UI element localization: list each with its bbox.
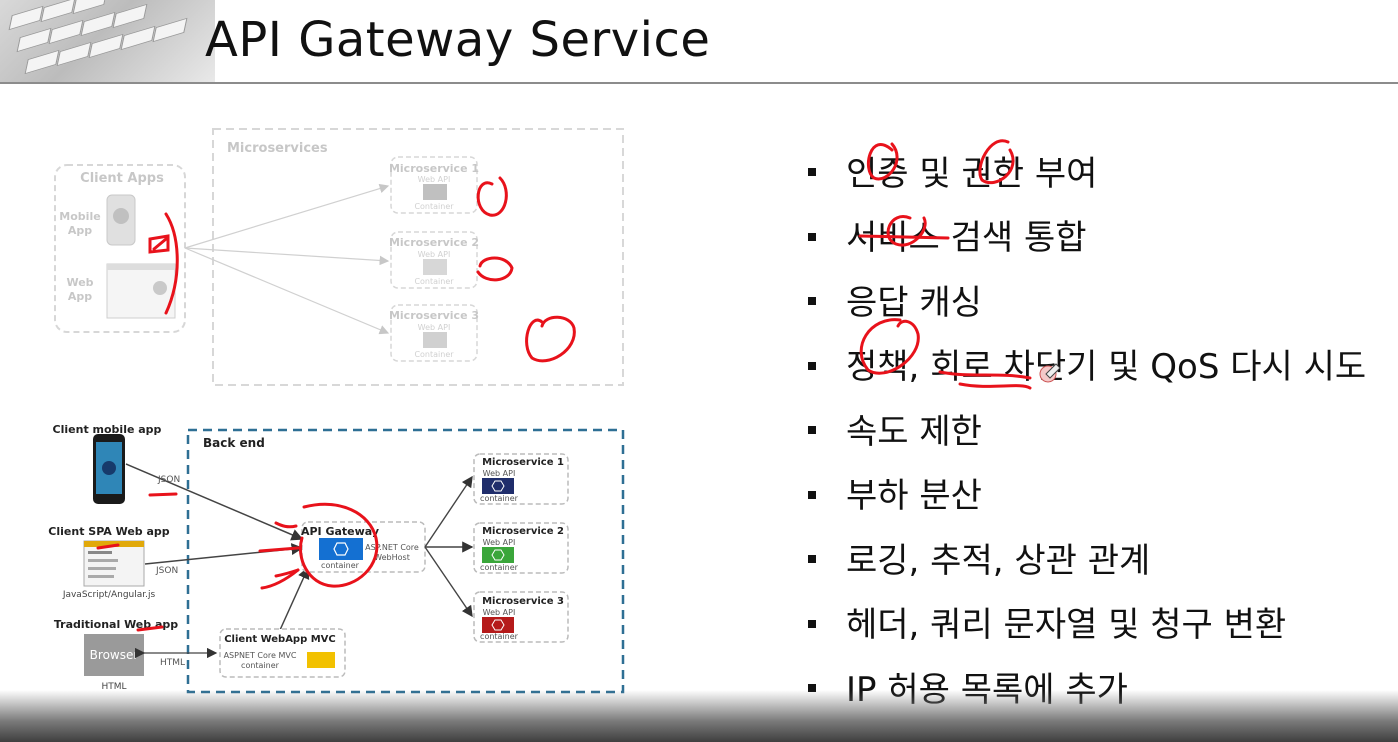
- svg-text:Microservice 2: Microservice 2: [482, 526, 564, 537]
- svg-text:Microservice 3: Microservice 3: [482, 596, 564, 607]
- microservices-label: Microservices: [227, 141, 328, 156]
- svg-text:WebHost: WebHost: [374, 553, 410, 562]
- svg-text:Microservice 1: Microservice 1: [389, 162, 479, 175]
- svg-text:Client WebApp MVC: Client WebApp MVC: [224, 634, 336, 645]
- client-webapp-mvc-node: Client WebApp MVC ASPNET Core MVC contai…: [220, 629, 345, 677]
- client-apps-label: Client Apps: [80, 171, 164, 186]
- svg-text:container: container: [241, 661, 280, 670]
- svg-text:Microservice 1: Microservice 1: [482, 457, 564, 468]
- bullet-square-icon: [808, 426, 816, 434]
- client-spa-label: Client SPA Web app: [48, 525, 170, 538]
- top-microservice-2: Microservice 2 Web API Container: [389, 232, 479, 288]
- svg-text:ASPNET Core MVC: ASPNET Core MVC: [224, 651, 297, 660]
- pen-cursor-icon: [1040, 364, 1060, 382]
- traditional-web-app-label: Traditional Web app: [54, 618, 178, 631]
- bottom-video-shade: [0, 690, 1398, 742]
- backend-label: Back end: [203, 436, 265, 450]
- mvc-container-icon: [307, 652, 335, 668]
- microservice-1-node: Microservice 1 Web API container: [474, 454, 568, 504]
- html-arrow-label: HTML: [160, 658, 185, 668]
- svg-text:Microservice 3: Microservice 3: [389, 309, 479, 322]
- web-app-label-1: Web: [66, 276, 93, 289]
- svg-text:Web API: Web API: [483, 608, 516, 617]
- svg-text:API Gateway: API Gateway: [301, 525, 379, 538]
- json-label-1: JSON: [157, 475, 180, 485]
- mobile-app-label-1: Mobile: [59, 210, 100, 223]
- svg-text:container: container: [321, 561, 360, 570]
- svg-text:Web API: Web API: [483, 469, 516, 478]
- json-label-2: JSON: [155, 566, 178, 576]
- bullet-square-icon: [808, 168, 816, 176]
- title-divider: [0, 82, 1398, 84]
- corner-keyboard-photo: [0, 0, 215, 82]
- spa-tech-label: JavaScript/Angular.js: [62, 590, 156, 600]
- architecture-diagram: Client Apps Mobile App Web App Microserv…: [40, 118, 640, 703]
- mobile-app-label-2: App: [68, 224, 92, 237]
- top-diagram: Client Apps Mobile App Web App Microserv…: [55, 129, 623, 385]
- web-app-label-2: App: [68, 290, 92, 303]
- bullet-item: 부하 분산: [808, 461, 1366, 526]
- svg-text:Web API: Web API: [483, 538, 516, 547]
- bullet-square-icon: [808, 491, 816, 499]
- bullet-item: 로깅, 추적, 상관 관계: [808, 525, 1366, 590]
- bullet-square-icon: [808, 233, 816, 241]
- svg-text:Web API: Web API: [418, 250, 451, 259]
- bullet-pen-annotations: [840, 120, 1070, 400]
- microservice-3-node: Microservice 3 Web API container: [474, 592, 568, 642]
- svg-text:container: container: [480, 632, 519, 641]
- microservice-2-node: Microservice 2 Web API container: [474, 523, 568, 573]
- top-microservice-3: Microservice 3 Web API Container: [389, 305, 479, 361]
- svg-text:ASP.NET Core: ASP.NET Core: [365, 543, 419, 552]
- svg-text:Container: Container: [414, 350, 454, 359]
- bottom-diagram: Client mobile app Client SPA Web app Jav…: [48, 423, 623, 692]
- bullet-square-icon: [808, 297, 816, 305]
- svg-text:Web API: Web API: [418, 323, 451, 332]
- svg-text:container: container: [480, 494, 519, 503]
- bullet-item: 헤더, 쿼리 문자열 및 청구 변환: [808, 590, 1366, 655]
- api-gateway-node: API Gateway container ASP.NET Core WebHo…: [301, 522, 425, 572]
- bullet-square-icon: [808, 555, 816, 563]
- top-microservice-1: Microservice 1 Web API Container: [389, 157, 479, 213]
- slide-title: API Gateway Service: [205, 12, 710, 68]
- bullet-item: 속도 제한: [808, 396, 1366, 461]
- gateway-container-icon: [319, 538, 363, 560]
- svg-text:container: container: [480, 563, 519, 572]
- bullet-square-icon: [808, 362, 816, 370]
- svg-text:Container: Container: [414, 202, 454, 211]
- svg-text:Web API: Web API: [418, 175, 451, 184]
- spa-browser-icon: [84, 541, 144, 586]
- svg-text:Microservice 2: Microservice 2: [389, 236, 479, 249]
- svg-text:Browser: Browser: [90, 648, 139, 662]
- svg-text:Container: Container: [414, 277, 454, 286]
- bullet-square-icon: [808, 620, 816, 628]
